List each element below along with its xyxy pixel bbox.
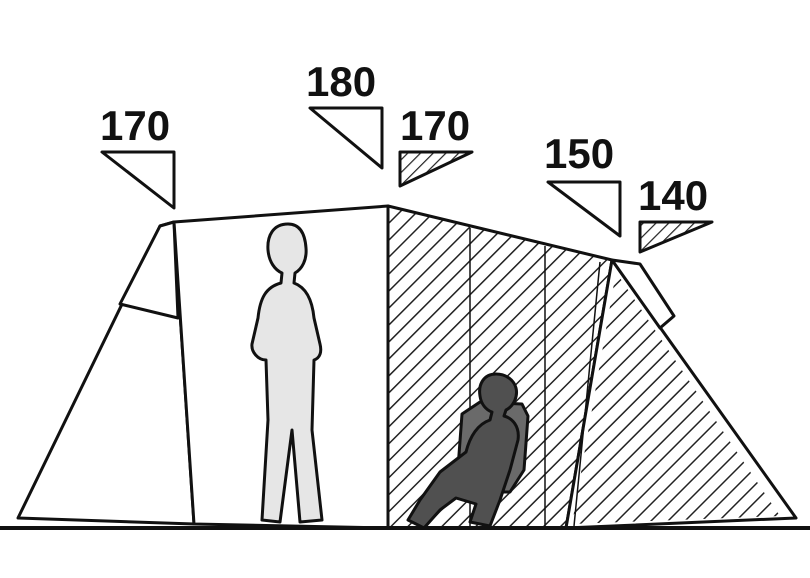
tent-body [16,204,798,530]
standing-person-icon [250,222,324,524]
height-label-left-end: 170 [100,102,170,149]
inner-height-hatched-triangle-icon [398,150,474,188]
outer-height-triangle-icon [546,180,622,238]
height-label-rear-outer: 150 [544,130,614,177]
height-marker-main-peak: 180 [306,58,384,170]
left-door-flap [118,220,180,320]
outer-height-triangle-icon [100,150,176,210]
height-marker-main-inner: 170 [398,102,474,188]
height-label-rear-inner: 140 [638,172,708,219]
height-label-main-peak: 180 [306,58,376,105]
height-marker-rear-inner: 140 [638,172,714,254]
outer-height-triangle-icon [308,106,384,170]
height-marker-left-end: 170 [100,102,176,210]
height-label-main-inner: 170 [400,102,470,149]
height-marker-rear-outer: 150 [544,130,622,238]
rear-inner-zone [572,272,780,524]
rear-door-flap [610,258,676,330]
inner-height-hatched-triangle-icon [638,220,714,254]
sitting-person-icon [406,372,520,530]
rear-seam [573,261,601,527]
